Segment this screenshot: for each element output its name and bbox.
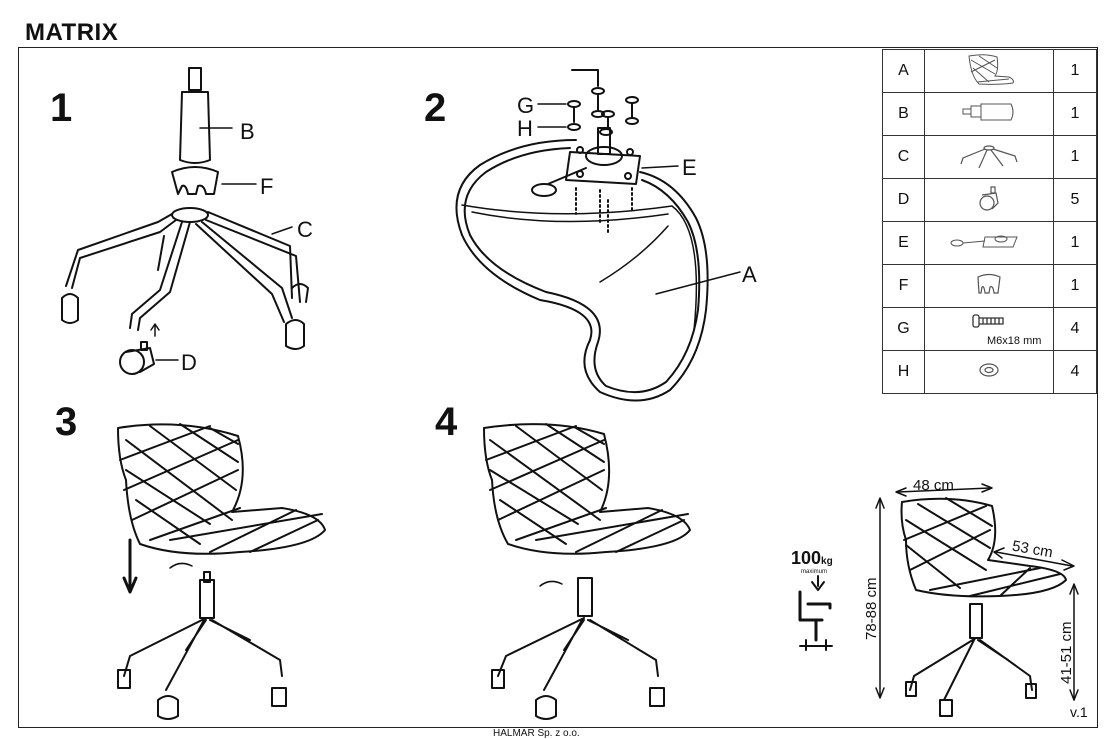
footer-company: HALMAR Sp. z o.o. bbox=[493, 728, 580, 739]
step1-gas-lift-illustration bbox=[179, 67, 233, 164]
part-quantity: 4 bbox=[1053, 307, 1097, 351]
part-quantity: 1 bbox=[1053, 264, 1097, 308]
part-letter: G bbox=[882, 307, 925, 351]
dimension-lines bbox=[875, 483, 1079, 701]
step1-base-cover-illustration bbox=[171, 166, 257, 195]
part-quantity: 1 bbox=[1053, 92, 1097, 136]
instruction-frame bbox=[18, 47, 1098, 728]
page-title: MATRIX bbox=[25, 19, 119, 46]
part-quantity: 1 bbox=[1053, 135, 1097, 179]
step-number-3: 3 bbox=[55, 400, 78, 444]
seat-icon bbox=[924, 49, 1054, 93]
parts-list-table: A 1 B 1 C 1 D 5 E 1 F 1 bbox=[882, 49, 1097, 394]
label-e: E bbox=[682, 155, 697, 180]
parts-row: C 1 bbox=[882, 135, 1097, 179]
label-b: B bbox=[240, 119, 255, 144]
parts-row: D 5 bbox=[882, 178, 1097, 222]
max-load-unit: kg bbox=[821, 556, 833, 567]
caster-icon bbox=[924, 178, 1054, 222]
parts-row: G M6x18 mm 4 bbox=[882, 307, 1097, 351]
step-number-1: 1 bbox=[50, 86, 73, 130]
part-quantity: 4 bbox=[1053, 350, 1097, 394]
step1-caster-illustration bbox=[119, 341, 179, 375]
screw-size-label: M6x18 mm bbox=[987, 335, 1042, 347]
part-letter: F bbox=[882, 264, 925, 308]
dimension-seat-height: 41-51 cm bbox=[1058, 621, 1075, 684]
dimension-height: 78-88 cm bbox=[863, 577, 880, 640]
gas-lift-icon bbox=[924, 92, 1054, 136]
step2-screws-illustration bbox=[537, 69, 639, 233]
part-quantity: 1 bbox=[1053, 221, 1097, 265]
version-label: v.1 bbox=[1070, 704, 1088, 720]
label-c: C bbox=[297, 217, 313, 242]
step2-seat-shell-illustration bbox=[455, 139, 741, 402]
step1-star-base-illustration bbox=[61, 207, 309, 350]
label-d: D bbox=[181, 350, 197, 375]
max-load-chair-icon bbox=[798, 575, 833, 651]
mechanism-icon bbox=[924, 221, 1054, 265]
part-letter: B bbox=[882, 92, 925, 136]
parts-row: F 1 bbox=[882, 264, 1097, 308]
part-letter: A bbox=[882, 49, 925, 93]
part-quantity: 5 bbox=[1053, 178, 1097, 222]
part-letter: D bbox=[882, 178, 925, 222]
part-quantity: 1 bbox=[1053, 49, 1097, 93]
max-load-label: 100kg bbox=[791, 548, 833, 569]
step2-mechanism-illustration bbox=[531, 127, 679, 197]
parts-row: B 1 bbox=[882, 92, 1097, 136]
step-number-4: 4 bbox=[435, 400, 458, 444]
step4-chair-illustration bbox=[483, 423, 691, 720]
max-load-word: maximum bbox=[801, 569, 828, 575]
label-f: F bbox=[260, 174, 274, 199]
screw-icon: M6x18 mm bbox=[924, 307, 1054, 351]
label-g: G bbox=[517, 93, 535, 118]
part-letter: E bbox=[882, 221, 925, 265]
parts-row: E 1 bbox=[882, 221, 1097, 265]
base-icon bbox=[924, 135, 1054, 179]
label-a: A bbox=[742, 262, 757, 287]
cover-icon bbox=[924, 264, 1054, 308]
washer-icon bbox=[924, 350, 1054, 394]
parts-row: H 4 bbox=[882, 350, 1097, 394]
step3-chair-illustration bbox=[117, 423, 326, 720]
part-letter: H bbox=[882, 350, 925, 394]
part-letter: C bbox=[882, 135, 925, 179]
step-number-2: 2 bbox=[424, 86, 447, 130]
max-load-value: 100 bbox=[791, 548, 822, 568]
parts-row: A 1 bbox=[882, 49, 1097, 93]
dimensioned-chair-illustration bbox=[900, 497, 1067, 717]
dimension-width: 48 cm bbox=[913, 477, 954, 494]
label-h: H bbox=[517, 116, 533, 141]
